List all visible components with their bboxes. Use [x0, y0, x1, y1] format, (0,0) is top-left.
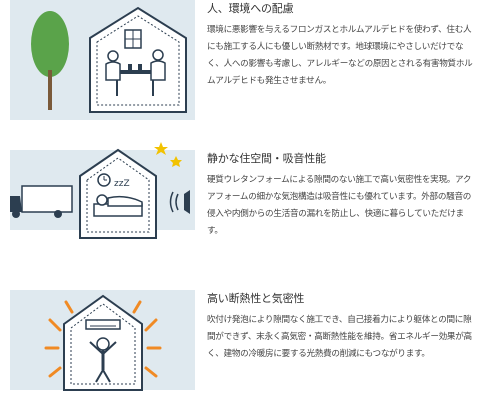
- house-happy-icon: [44, 294, 162, 391]
- star-icon: [170, 156, 182, 167]
- feature-body: 環境に悪影響を与えるフロンガスとホルムアルデヒドを使わず、住む人にも施工する人に…: [207, 25, 473, 86]
- feature-environment-text: 人、環境への配慮 環境に悪影響を与えるフロンガスとホルムアルデヒドを使わず、住む…: [207, 2, 475, 90]
- feature-environment: 人、環境への配慮 環境に悪影響を与えるフロンガスとホルムアルデヒドを使わず、住む…: [0, 0, 480, 140]
- feature-body: 吹付け発泡により隙間なく施工でき、自己接着力により躯体との間に隙間ができず、末永…: [207, 315, 472, 359]
- environment-illustration: [10, 0, 195, 120]
- sleep-text: zzZ: [114, 179, 130, 189]
- aircon-icon: [85, 319, 121, 330]
- feature-insulation-text: 高い断熱性と気密性 吹付け発泡により隙間なく施工でき、自己接着力により躯体との間…: [207, 292, 475, 363]
- truck-icon: [21, 185, 73, 213]
- feature-body: 硬質ウレタンフォームによる隙間のない施工で高い気密性を実現。アクアフォームの細か…: [207, 175, 472, 236]
- feature-title: 人、環境への配慮: [207, 2, 294, 15]
- tree-icon: [31, 11, 69, 77]
- insulation-illustration: [10, 290, 195, 391]
- heat-icon: [44, 300, 162, 378]
- speaker-icon: [184, 190, 190, 214]
- sound-illustration: zzZ: [10, 142, 195, 239]
- feature-sound: zzZ 静かな住空間・吸音性能 硬質ウレタンフォームによる隙間のない施工で高い気…: [0, 140, 480, 280]
- feature-title: 高い断熱性と気密性: [207, 292, 305, 305]
- feature-sound-text: 静かな住空間・吸音性能 硬質ウレタンフォームによる隙間のない施工で高い気密性を実…: [207, 152, 475, 240]
- house-family-icon: [31, 6, 187, 113]
- feature-title: 静かな住空間・吸音性能: [207, 152, 326, 165]
- feature-insulation: 高い断熱性と気密性 吹付け発泡により隙間なく施工でき、自己接着力により躯体との間…: [0, 280, 480, 405]
- star-icon: [154, 142, 168, 155]
- house-sleep-icon: zzZ: [10, 142, 190, 239]
